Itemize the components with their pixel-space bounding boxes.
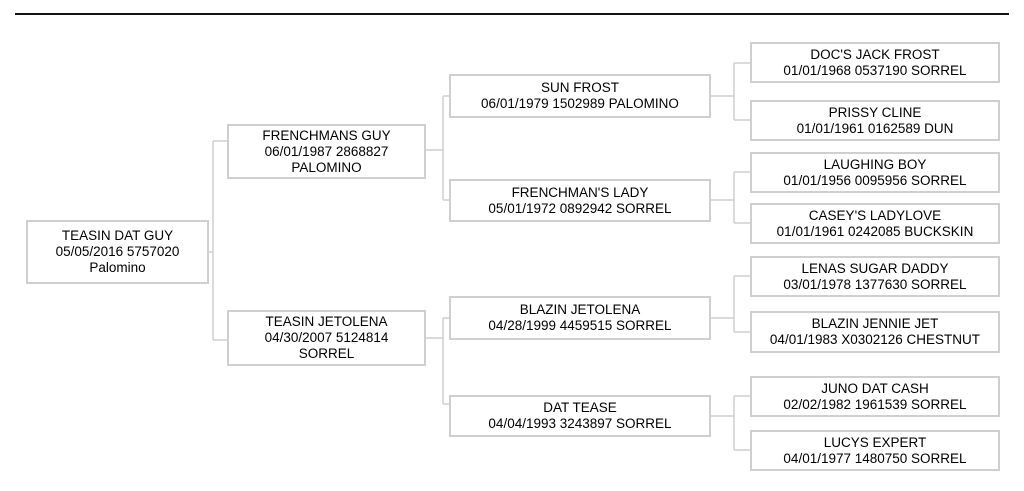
dd-sire-name: JUNO DAT CASH [821,380,929,396]
ds-dam-info: 04/01/1983 X0302126 CHESTNUT [769,332,981,347]
dd-dam-name: LUCYS EXPERT [823,434,927,450]
dam-sire-box: BLAZIN JETOLENA 04/28/1999 4459515 SORRE… [449,296,711,340]
dd-dam-info: 04/01/1977 1480750 SORREL [783,450,967,466]
dam-name: TEASIN JETOLENA [265,314,388,329]
sire-sire-name: SUN FROST [540,80,619,95]
subject-color: Palomino [89,260,146,275]
sd-sire-name: LAUGHING BOY [823,156,927,172]
sire-sire-box: SUN FROST 06/01/1979 1502989 PALOMINO [449,74,711,118]
sire-name: FRENCHMANS GUY [262,127,391,143]
sire-box: FRENCHMANS GUY 06/01/1987 2868827 PALOMI… [227,124,426,179]
sire-info: 06/01/1987 2868827 [264,143,389,159]
ss-sire-info: 01/01/1968 0537190 SORREL [783,62,967,78]
dam-info: 04/30/2007 5124814 [264,330,389,345]
dam-dam-name: DAT TEASE [543,400,617,415]
ss-sire-name: DOC'S JACK FROST [810,46,940,62]
ds-dam-box: BLAZIN JENNIE JET 04/01/1983 X0302126 CH… [750,311,1000,353]
ss-dam-name: PRISSY CLINE [828,104,922,120]
dam-box: TEASIN JETOLENA 04/30/2007 5124814 SORRE… [227,310,426,366]
sire-dam-info: 05/01/1972 0892942 SORREL [488,200,672,216]
ds-dam-name: BLAZIN JENNIE JET [811,316,939,331]
subject-name: TEASIN DAT GUY [61,228,174,243]
sire-dam-box: FRENCHMAN'S LADY 05/01/1972 0892942 SORR… [449,179,711,222]
dam-dam-box: DAT TEASE 04/04/1993 3243897 SORREL [449,395,711,437]
sire-sire-info: 06/01/1979 1502989 PALOMINO [481,96,679,111]
dam-dam-info: 04/04/1993 3243897 SORREL [488,416,672,431]
dam-sire-name: BLAZIN JETOLENA [519,302,641,317]
sd-dam-info: 01/01/1961 0242085 BUCKSKIN [776,223,974,239]
dd-dam-box: LUCYS EXPERT 04/01/1977 1480750 SORREL [750,430,1000,471]
ss-sire-box: DOC'S JACK FROST 01/01/1968 0537190 SORR… [750,42,1000,83]
sire-dam-name: FRENCHMAN'S LADY [511,184,649,200]
sire-color: PALOMINO [291,159,362,175]
dd-sire-info: 02/02/1982 1961539 SORREL [783,396,967,412]
sd-sire-info: 01/01/1956 0095956 SORREL [783,172,967,188]
subject-box: TEASIN DAT GUY 05/05/2016 5757020 Palomi… [26,220,209,284]
sd-dam-box: CASEY'S LADYLOVE 01/01/1961 0242085 BUCK… [750,203,1000,244]
ds-sire-info: 03/01/1978 1377630 SORREL [783,276,967,292]
dd-sire-box: JUNO DAT CASH 02/02/1982 1961539 SORREL [750,376,1000,417]
dam-sire-info: 04/28/1999 4459515 SORREL [488,318,672,333]
sd-dam-name: CASEY'S LADYLOVE [808,207,942,223]
ss-dam-box: PRISSY CLINE 01/01/1961 0162589 DUN [750,100,1000,141]
subject-info: 05/05/2016 5757020 [55,244,180,259]
ds-sire-name: LENAS SUGAR DADDY [801,260,949,276]
sd-sire-box: LAUGHING BOY 01/01/1956 0095956 SORREL [750,152,1000,193]
top-rule [15,13,1009,15]
ss-dam-info: 01/01/1961 0162589 DUN [796,120,954,136]
dam-color: SORREL [298,346,355,361]
ds-sire-box: LENAS SUGAR DADDY 03/01/1978 1377630 SOR… [750,256,1000,297]
